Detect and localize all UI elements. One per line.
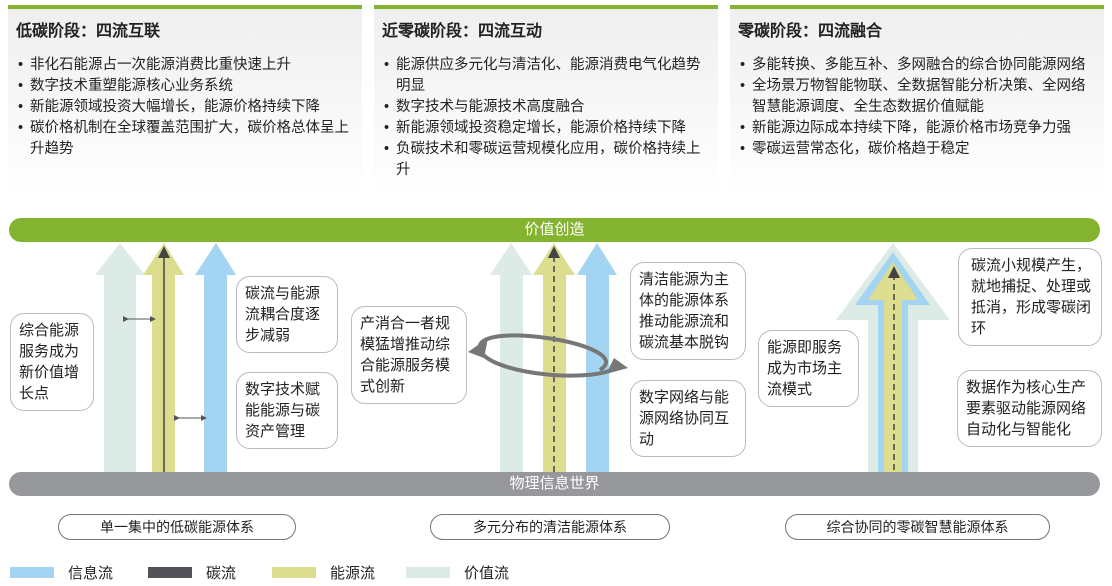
physical-cyber-world-bar: 物理信息世界 [9, 472, 1100, 496]
bullet: 新能源边际成本持续下降，能源价格市场竞争力强 [740, 118, 1096, 139]
legend-swatch [406, 567, 450, 578]
callout: 综合能源服务成为新价值增长点 [10, 313, 94, 411]
callout: 能源即服务成为市场主流模式 [758, 330, 859, 407]
callout: 产消合一者规模猛增推动综合能源服务模式创新 [351, 306, 467, 404]
bullet: 全场景万物智能物联、全数据智能分析决策、全网络智慧能源调度、全生态数据价值赋能 [740, 76, 1096, 118]
legend-label: 信息流 [68, 565, 114, 582]
bullet: 新能源领域投资大幅增长，能源价格持续下降 [18, 97, 354, 118]
stage-panel-low-carbon: 低碳阶段：四流互联 非化石能源占一次能源消费比重快速上升数字技术重塑能源核心业务… [8, 5, 362, 195]
stage-title: 近零碳阶段：四流互动 [382, 23, 543, 40]
system-label: 综合协同的零碳智慧能源体系 [785, 514, 1050, 540]
stage-title: 低碳阶段：四流互联 [16, 23, 161, 40]
legend-carbon-flow: 碳流 [148, 562, 236, 583]
info-flow-arrow [195, 243, 236, 472]
legend-info-flow: 信息流 [10, 562, 113, 583]
value-flow-arrow [490, 243, 532, 472]
callout: 数据作为核心生产要素驱动能源网络自动化与智能化 [957, 370, 1102, 447]
bullet: 零碳运营常态化，碳价格趋于稳定 [740, 139, 1096, 160]
stage-panel-zero-carbon: 零碳阶段：四流融合 多能转换、多能互补、多网融合的综合协同能源网络全场景万物智能… [730, 5, 1104, 195]
bullet: 负碳技术和零碳运营规模化应用，碳价格持续上升 [384, 139, 710, 181]
legend-value-flow: 价值流 [406, 562, 509, 583]
legend-swatch [272, 567, 316, 578]
bullet: 数字技术重塑能源核心业务系统 [18, 76, 354, 97]
callout: 碳流与能源流耦合度逐步减弱 [236, 276, 338, 353]
legend-swatch [10, 567, 54, 578]
energy-flow-arrow [868, 262, 918, 472]
system-label: 单一集中的低碳能源体系 [58, 514, 296, 540]
stage-panel-near-zero: 近零碳阶段：四流互动 能源供应多元化与清洁化、能源消费电气化趋势明显数字技术与能… [374, 5, 718, 195]
bullet: 多能转换、多能互补、多网融合的综合协同能源网络 [740, 55, 1096, 76]
legend-swatch [148, 567, 192, 578]
cycle-arrow-head [468, 338, 628, 374]
callout: 数字网络与能源网络协同互动 [630, 380, 746, 457]
value-creation-bar: 价值创造 [9, 218, 1100, 242]
callout: 数字技术赋能能源与碳资产管理 [236, 372, 338, 449]
legend-label: 价值流 [464, 565, 510, 582]
bullet: 非化石能源占一次能源消费比重快速上升 [18, 55, 354, 76]
info-flow-arrow [577, 243, 617, 472]
legend-label: 能源流 [330, 565, 376, 582]
value-flow-arrow [95, 243, 145, 472]
stage-title: 零碳阶段：四流融合 [738, 23, 883, 40]
bullet: 数字技术与能源技术高度融合 [384, 97, 710, 118]
legend-label: 碳流 [206, 565, 237, 582]
bullet: 碳价格机制在全球覆盖范围扩大，碳价格总体呈上升趋势 [18, 118, 354, 160]
bullet: 新能源领域投资稳定增长，能源价格持续下降 [384, 118, 710, 139]
legend-energy-flow: 能源流 [272, 562, 375, 583]
bullet: 能源供应多元化与清洁化、能源消费电气化趋势明显 [384, 55, 710, 97]
callout: 碳流小规模产生，就地捕捉、处理或抵消，形成零碳闭环 [958, 248, 1102, 346]
callout: 清洁能源为主体的能源体系推动能源流和碳流基本脱钩 [630, 262, 746, 360]
system-label: 多元分布的清洁能源体系 [430, 514, 670, 540]
